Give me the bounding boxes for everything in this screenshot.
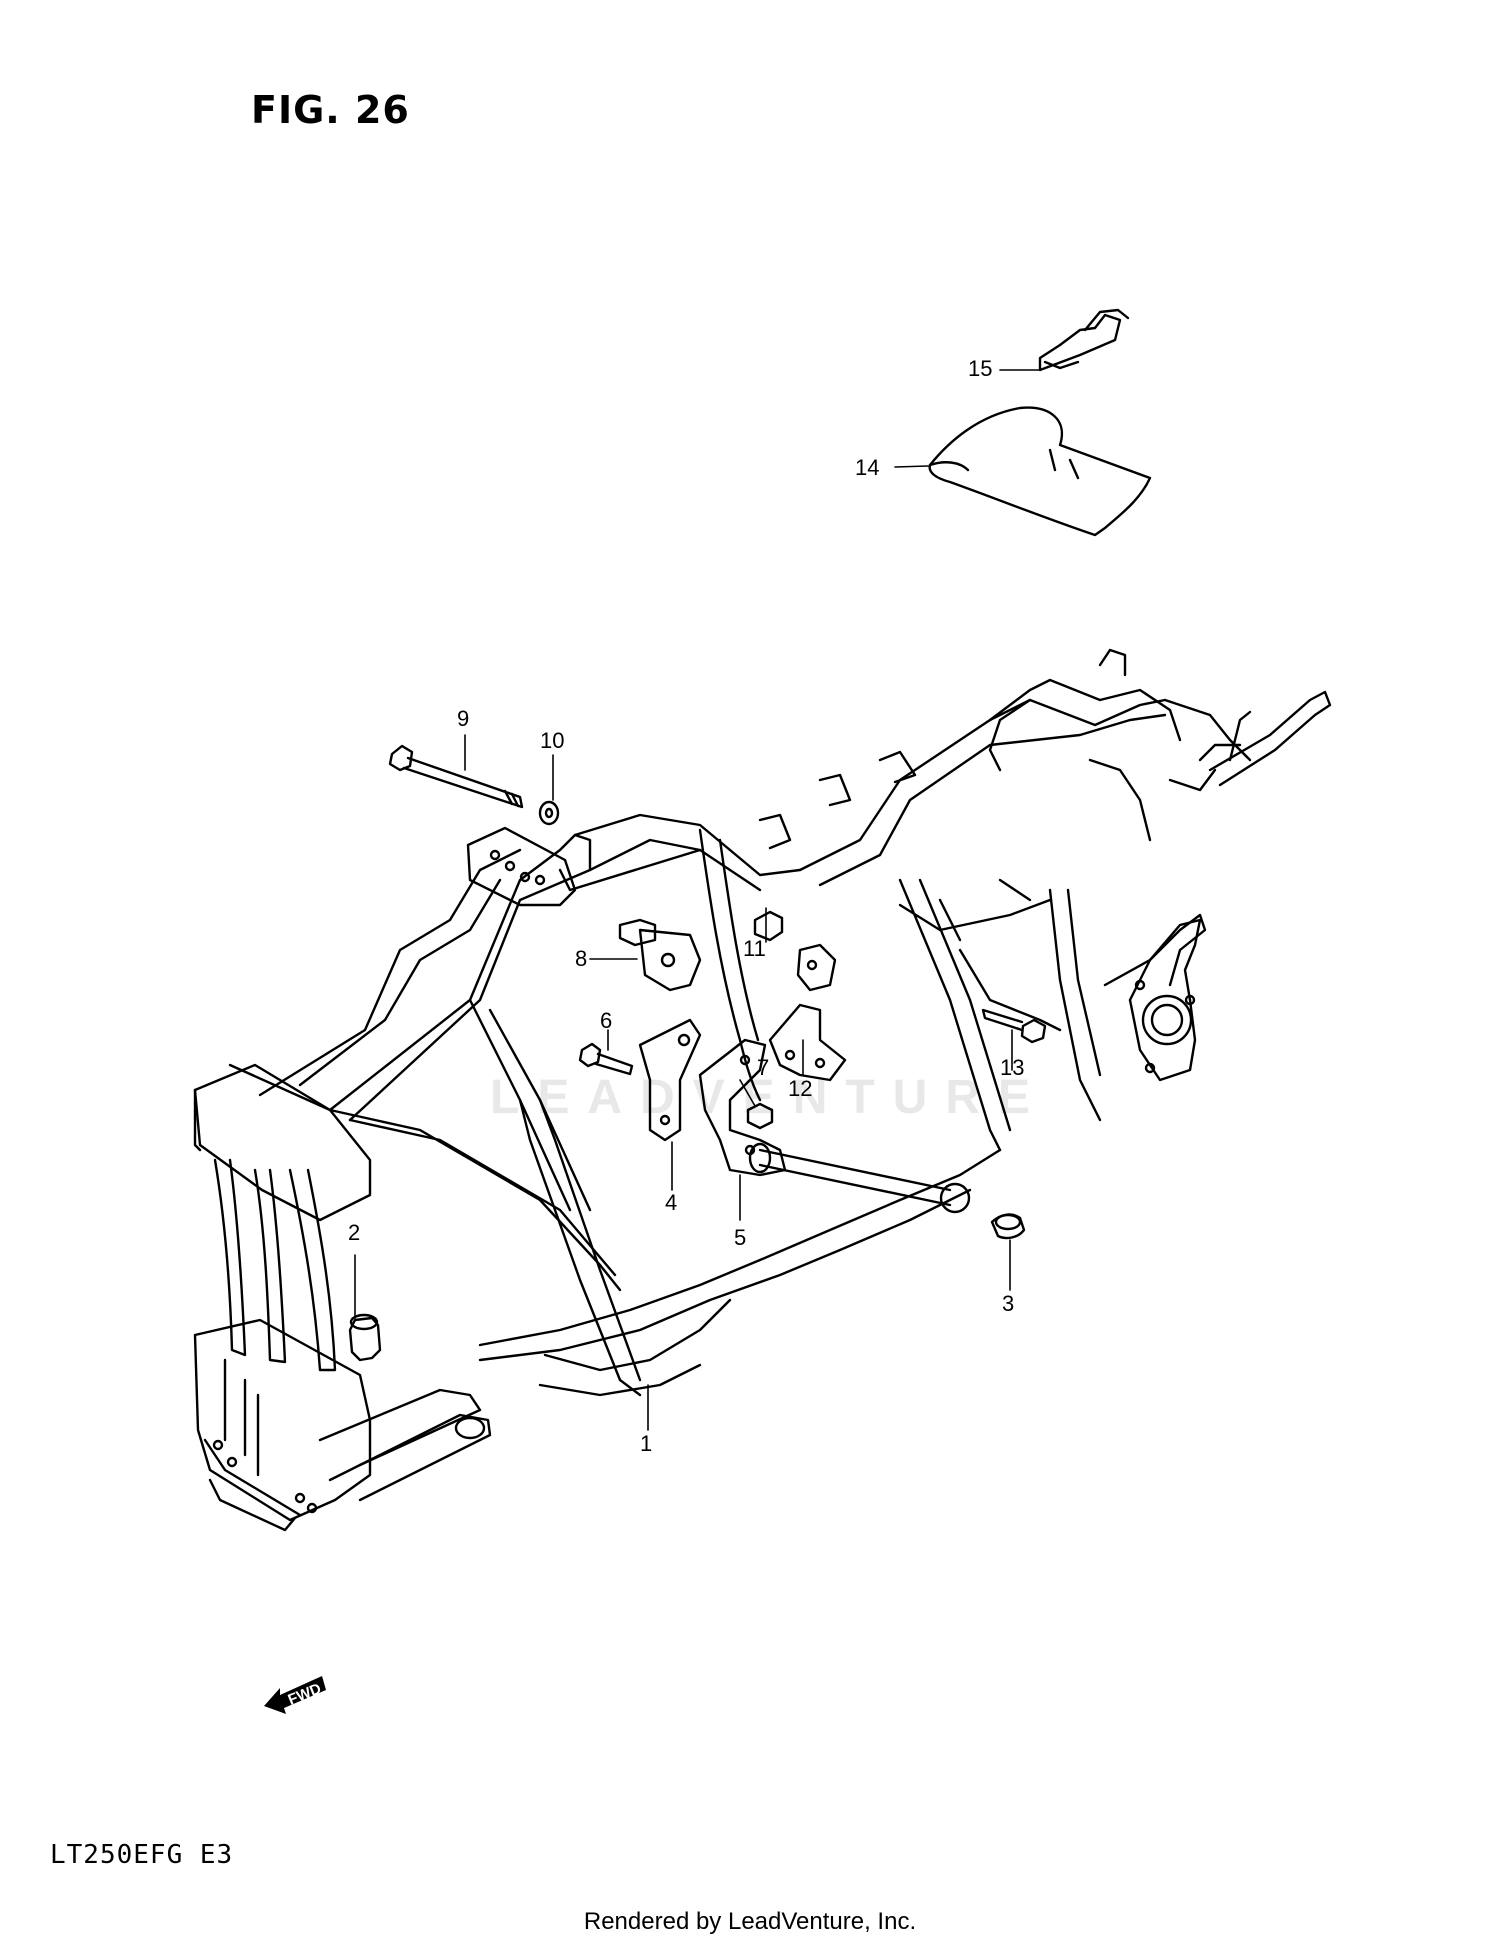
part-4-plate <box>638 1018 702 1142</box>
part-8-bracket <box>618 918 702 992</box>
part-label-12: 12 <box>788 1076 813 1101</box>
part-label-2: 2 <box>348 1220 361 1245</box>
part-label-5: 5 <box>734 1225 747 1250</box>
model-code: LT250EFG E3 <box>50 1840 234 1870</box>
render-credit: Rendered by LeadVenture, Inc. <box>583 1908 917 1935</box>
part-7-nut <box>746 1102 774 1130</box>
part-9-bolt <box>388 744 524 809</box>
part-label-1: 1 <box>640 1431 653 1456</box>
part-label-6: 6 <box>600 1008 613 1033</box>
part-label-15: 15 <box>968 356 993 381</box>
part-13-bolt <box>981 1008 1047 1044</box>
leader-lines <box>354 369 1041 1431</box>
part-1-frame <box>193 648 1332 1532</box>
part-label-14: 14 <box>855 455 880 480</box>
part-label-7: 7 <box>757 1055 770 1080</box>
part-label-13: 13 <box>1000 1055 1025 1080</box>
part-5-plate <box>698 1038 787 1177</box>
part-10-nut <box>538 800 560 826</box>
part-label-11: 11 <box>743 936 766 961</box>
part-label-8: 8 <box>575 946 588 971</box>
part-label-3: 3 <box>1002 1291 1015 1316</box>
part-2-bushing <box>348 1313 382 1362</box>
fwd-label: FWD <box>286 1680 324 1709</box>
part-label-4: 4 <box>665 1190 678 1215</box>
part-6-bolt <box>578 1042 634 1076</box>
part-3-cap <box>990 1213 1026 1240</box>
part-label-9: 9 <box>457 706 470 731</box>
fwd-arrow-icon: FWD <box>264 1676 326 1714</box>
part-label-10: 10 <box>540 728 565 753</box>
part-12-bracket <box>768 943 847 1082</box>
part-15-clip <box>1038 308 1130 372</box>
part-11-nut <box>753 910 784 942</box>
part-14-cover <box>928 406 1152 537</box>
figure-title: FIG. 26 <box>251 88 410 132</box>
